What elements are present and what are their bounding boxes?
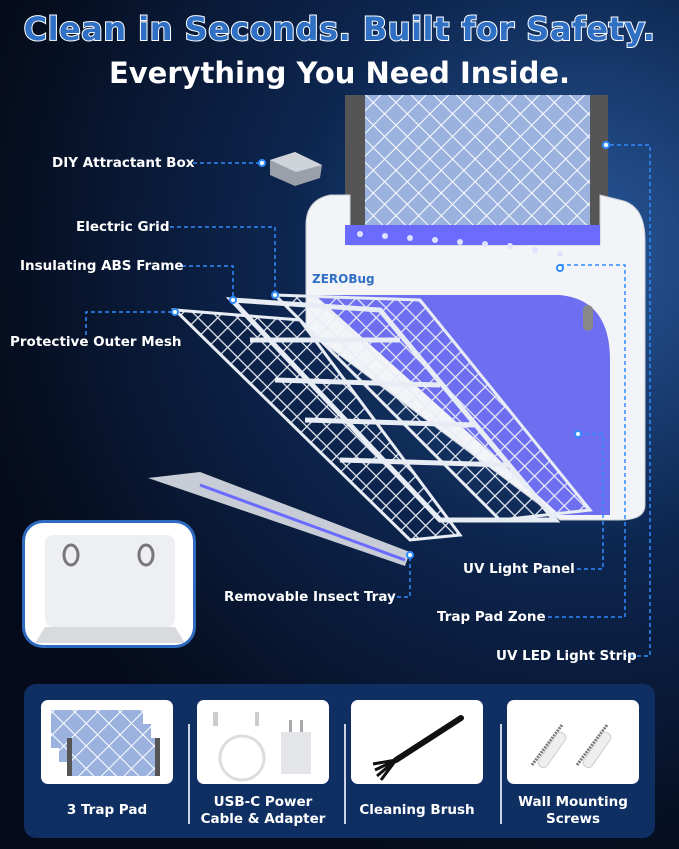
outer-mesh <box>170 308 463 542</box>
callout-electric-grid: Electric Grid <box>76 219 170 235</box>
hanging-slot-icon <box>62 543 80 567</box>
hanging-slot-icon <box>137 543 155 567</box>
usb-cable-card <box>197 700 329 784</box>
brush-icon <box>372 715 464 781</box>
brush-card <box>351 700 483 784</box>
brand-logo: ZEROBug <box>312 272 375 286</box>
divider <box>344 724 346 824</box>
headline-line1: Clean in Seconds. Built for Safety. <box>23 9 656 49</box>
callout-insulating-abs-frame: Insulating ABS Frame <box>20 258 184 274</box>
uv-led-strip <box>357 231 563 257</box>
callout-lines <box>85 144 651 657</box>
callout-uv-led-light-strip: UV LED Light Strip <box>496 648 637 664</box>
trap-pad-icon <box>51 710 160 776</box>
diy-attractant-box <box>270 152 322 186</box>
callout-uv-light-panel: UV Light Panel <box>463 561 575 577</box>
callout-diy-attractant-box: DIY Attractant Box <box>52 155 195 171</box>
back-view-image <box>25 523 193 645</box>
screws-card <box>507 700 639 784</box>
headline-line2: Everything You Need Inside. <box>108 56 571 90</box>
callout-protective-outer-mesh: Protective Outer Mesh <box>10 334 182 350</box>
divider <box>188 724 190 824</box>
insect-tray <box>148 472 410 566</box>
callout-removable-insect-tray: Removable Insect Tray <box>224 589 396 605</box>
accessory-label-brush: Cleaning Brush <box>359 802 475 818</box>
callout-trap-pad-zone: Trap Pad Zone <box>437 609 546 625</box>
accessory-label-trap-pad: 3 Trap Pad <box>66 802 148 818</box>
usb-cable-adapter-icon <box>213 712 311 782</box>
trap-pad-card <box>41 700 173 784</box>
divider <box>500 724 502 824</box>
screws-icon <box>530 724 612 769</box>
